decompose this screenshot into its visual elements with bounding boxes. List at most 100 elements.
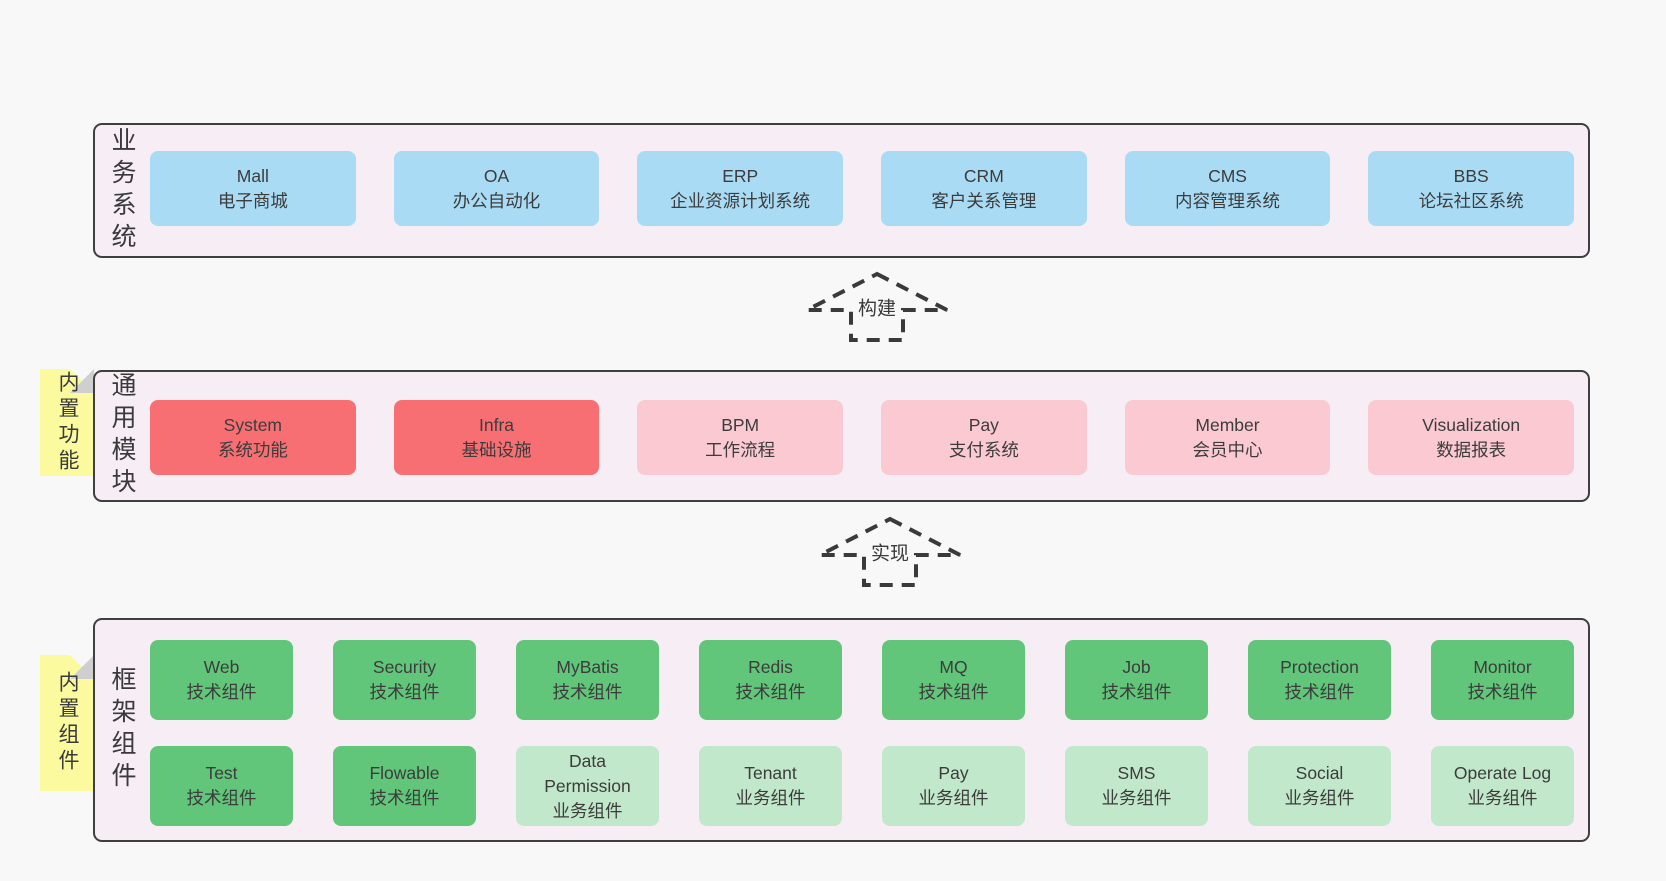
layer-business-systems: 业务系统 Mall 电子商城 OA 办公自动化 ERP 企业资源计划系统 CRM… [93, 123, 1590, 258]
node-title: Web [203, 657, 240, 677]
node-mq: MQ 技术组件 [882, 640, 1025, 720]
node-subtitle: 数据报表 [1436, 439, 1507, 460]
layer-common-modules: 通用模块 System 系统功能 Infra 基础设施 BPM 工作流程 Pay… [93, 370, 1590, 502]
node-subtitle: 技术组件 [369, 788, 440, 808]
node-subtitle: 业务组件 [1284, 788, 1355, 808]
sticky-note-built-in-functions: 内置功能 [40, 369, 94, 476]
node-infra: Infra 基础设施 [393, 400, 600, 475]
node-subtitle: 论坛社区系统 [1418, 190, 1524, 211]
node-data-permission: Data Permission 业务组件 [516, 746, 659, 826]
layer-label-common-modules: 通用模块 [108, 372, 136, 500]
node-title: Pay [968, 414, 999, 435]
node-pay-component: Pay 业务组件 [882, 746, 1025, 826]
module-items: System 系统功能 Infra 基础设施 BPM 工作流程 Pay 支付系统… [150, 400, 1575, 475]
node-cms: CMS 内容管理系统 [1124, 151, 1331, 226]
node-title: BBS [1453, 165, 1489, 186]
node-subtitle: 会员中心 [1192, 439, 1263, 460]
component-items-row2: Test 技术组件 Flowable 技术组件 Data Permission … [150, 746, 1574, 826]
arrow-build: 构建 [802, 271, 952, 343]
node-redis: Redis 技术组件 [699, 640, 842, 720]
node-mall: Mall 电子商城 [150, 151, 356, 226]
node-subtitle: 技术组件 [552, 682, 623, 702]
node-erp: ERP 企业资源计划系统 [637, 151, 844, 226]
node-title: Test [205, 763, 238, 783]
node-title: OA [483, 165, 510, 186]
node-title: Data Permission [544, 750, 631, 796]
node-subtitle: 技术组件 [369, 682, 440, 702]
node-tenant: Tenant 业务组件 [699, 746, 842, 826]
node-subtitle: 工作流程 [705, 439, 776, 460]
node-flowable: Flowable 技术组件 [333, 746, 476, 826]
node-subtitle: 企业资源计划系统 [670, 190, 811, 211]
node-social: Social 业务组件 [1248, 746, 1391, 826]
node-subtitle: 业务组件 [735, 788, 806, 808]
node-title: CRM [963, 165, 1004, 186]
layer-framework-components: 框架组件 Web 技术组件 Security 技术组件 MyBatis 技术组件… [93, 618, 1590, 842]
node-subtitle: 技术组件 [1101, 682, 1172, 702]
node-subtitle: 支付系统 [948, 439, 1019, 460]
node-title: SMS [1117, 763, 1156, 783]
node-operate-log: Operate Log 业务组件 [1431, 746, 1574, 826]
layer-label-framework-components: 框架组件 [108, 666, 136, 794]
node-test: Test 技术组件 [150, 746, 293, 826]
node-subtitle: 技术组件 [186, 682, 257, 702]
node-job: Job 技术组件 [1065, 640, 1208, 720]
node-title: Monitor [1473, 657, 1532, 677]
node-subtitle: 办公自动化 [452, 190, 541, 211]
node-title: Operate Log [1453, 763, 1552, 783]
node-sms: SMS 业务组件 [1065, 746, 1208, 826]
node-subtitle: 业务组件 [918, 788, 989, 808]
node-mybatis: MyBatis 技术组件 [516, 640, 659, 720]
node-subtitle: 内容管理系统 [1175, 190, 1281, 211]
node-subtitle: 技术组件 [186, 788, 257, 808]
block-arrow-up-icon [819, 516, 961, 587]
node-subtitle: 技术组件 [1467, 682, 1538, 702]
node-oa: OA 办公自动化 [393, 151, 600, 226]
sticky-note-label: 内置组件 [56, 671, 79, 775]
node-title: MyBatis [556, 657, 619, 677]
node-member: Member 会员中心 [1124, 400, 1331, 475]
node-subtitle: 客户关系管理 [931, 190, 1037, 211]
node-visualization: Visualization 数据报表 [1368, 400, 1575, 475]
node-subtitle: 业务组件 [1101, 788, 1172, 808]
node-title: Pay [938, 763, 969, 783]
node-monitor: Monitor 技术组件 [1431, 640, 1574, 720]
business-items: Mall 电子商城 OA 办公自动化 ERP 企业资源计划系统 CRM 客户关系… [150, 151, 1575, 226]
node-subtitle: 业务组件 [1467, 788, 1538, 808]
node-subtitle: 技术组件 [735, 682, 806, 702]
node-subtitle: 基础设施 [461, 439, 532, 460]
node-subtitle: 技术组件 [918, 682, 989, 702]
sticky-note-label: 内置功能 [56, 370, 79, 475]
node-title: Redis [748, 657, 793, 677]
block-arrow-up-icon [806, 271, 948, 342]
node-bbs: BBS 论坛社区系统 [1368, 151, 1575, 226]
node-title: Social [1295, 763, 1344, 783]
arrow-implement: 实现 [815, 516, 965, 588]
node-title: System [223, 414, 283, 435]
node-title: ERP [722, 165, 759, 186]
node-title: Tenant [744, 763, 797, 783]
node-title: Flowable [369, 763, 440, 783]
node-subtitle: 电子商城 [217, 190, 288, 211]
layer-label-business-systems: 业务系统 [108, 126, 136, 255]
node-subtitle: 系统功能 [217, 439, 288, 460]
node-subtitle: 技术组件 [1284, 682, 1355, 702]
node-title: MQ [939, 657, 968, 677]
node-pay-system: Pay 支付系统 [881, 400, 1087, 475]
sticky-note-built-in-components: 内置组件 [40, 655, 94, 791]
node-title: Mall [236, 165, 269, 186]
node-subtitle: 业务组件 [552, 800, 623, 821]
node-title: Job [1122, 657, 1151, 677]
arrow-build-label: 构建 [854, 292, 900, 322]
node-bpm: BPM 工作流程 [637, 400, 844, 475]
node-title: Security [372, 657, 437, 677]
node-title: Protection [1280, 657, 1359, 677]
node-web: Web 技术组件 [150, 640, 293, 720]
node-protection: Protection 技术组件 [1248, 640, 1391, 720]
arrow-implement-label: 实现 [867, 537, 913, 567]
node-title: BPM [721, 414, 760, 435]
node-title: Visualization [1422, 414, 1521, 435]
node-system: System 系统功能 [150, 400, 356, 475]
component-items-row1: Web 技术组件 Security 技术组件 MyBatis 技术组件 Redi… [150, 640, 1574, 720]
node-title: Infra [478, 414, 515, 435]
